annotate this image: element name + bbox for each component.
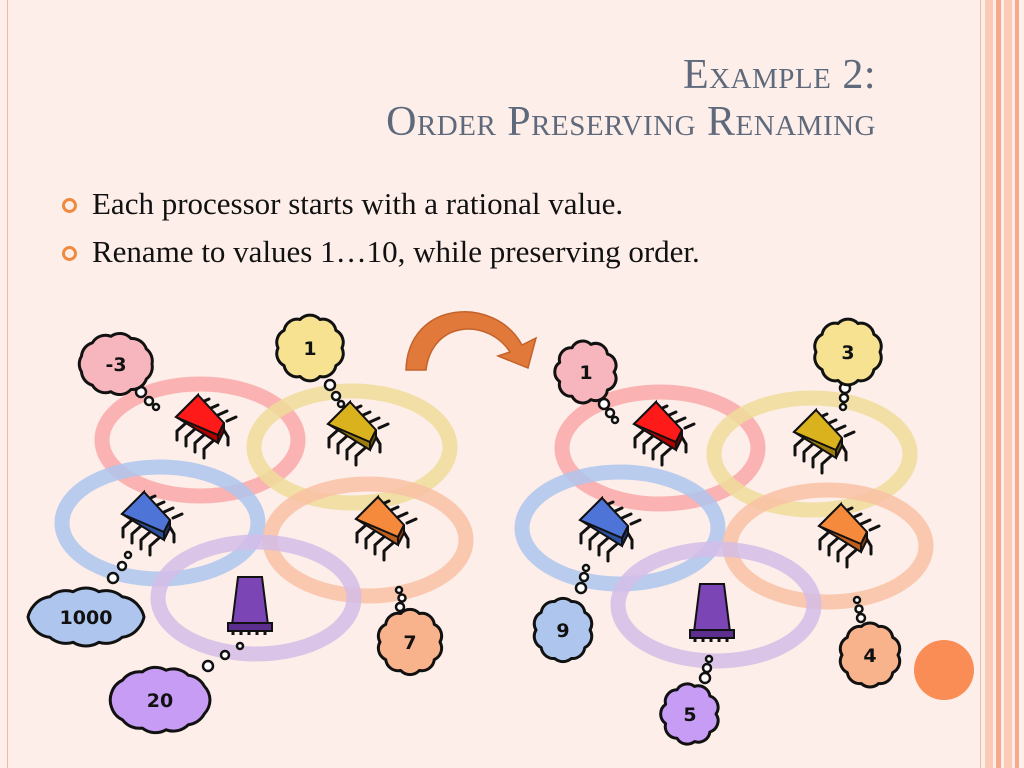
neighborhood-ring [554, 384, 766, 512]
bullet-text: Each processor starts with a rational va… [92, 186, 624, 221]
thought-cloud-icon [77, 331, 154, 397]
neighborhood-ring [150, 534, 362, 662]
thought-bubble-dot [698, 671, 712, 685]
processor-value-label: 1 [579, 362, 592, 384]
neighborhood-ring [610, 541, 822, 669]
thought-cloud-icon [532, 596, 594, 664]
thought-bubble-dot [704, 654, 714, 664]
processor-chip-icon [226, 575, 274, 637]
thought-cloud-icon [275, 313, 345, 383]
slide-frame [7, 0, 981, 768]
processor-value-label: 3 [841, 342, 854, 364]
thought-bubble-dot [123, 550, 133, 560]
thought-bubble-dot [151, 402, 161, 412]
processor-value-label: 20 [147, 690, 173, 712]
neighborhood-ring [706, 390, 918, 518]
thought-bubble-dot [106, 571, 120, 585]
curved-arrow-icon [405, 311, 538, 371]
thought-cloud-icon [376, 607, 444, 677]
thought-cloud-icon [659, 682, 720, 746]
thought-bubble-dot [397, 593, 407, 603]
bullet-marker-icon [62, 198, 77, 213]
thought-bubble-dot [610, 415, 620, 425]
bullet-text: Rename to values 1…10, while preserving … [92, 234, 700, 269]
thought-bubble-dot [604, 407, 616, 419]
decor-stripe [1004, 0, 1012, 768]
processor-chip-icon [174, 392, 238, 460]
thought-cloud-icon [26, 586, 146, 648]
thought-cloud-icon [838, 621, 902, 689]
thought-bubble-dot [394, 601, 406, 613]
processor-value-label: 1000 [60, 607, 113, 629]
decor-stripe [996, 0, 1001, 768]
bullet-marker-icon [62, 246, 77, 261]
thought-bubble-dot [578, 571, 590, 583]
processor-value-label: -3 [105, 354, 126, 376]
thought-bubble-dot [143, 395, 155, 407]
title-line-1: Example 2: [682, 52, 876, 98]
thought-bubble-dot [855, 612, 867, 624]
thought-cloud-icon [813, 317, 883, 387]
neighborhood-ring [94, 376, 306, 504]
thought-cloud-icon [108, 665, 212, 735]
decor-stripe [1015, 0, 1019, 768]
neighborhood-ring [246, 383, 458, 511]
thought-bubble-dot [394, 585, 404, 595]
processor-chip-icon [354, 494, 418, 562]
slide-title: Example 2: Order Preserving Renaming [386, 52, 876, 146]
thought-cloud-icon [553, 339, 618, 405]
processor-chip-icon [792, 407, 856, 475]
thought-bubble-dot [854, 604, 864, 614]
left-processor-group: -3 1 1000 7 20 [26, 313, 474, 735]
processor-chip-icon [120, 489, 184, 557]
processor-value-label: 9 [556, 620, 569, 642]
thought-bubble-dot [838, 402, 848, 412]
decor-stripe [985, 0, 993, 768]
thought-bubble-dot [323, 378, 337, 392]
processor-value-label: 1 [303, 338, 316, 360]
curved-arrow-shape [405, 311, 538, 371]
processor-chip-icon [326, 399, 390, 467]
thought-bubble-dot [235, 641, 245, 651]
right-processor-group: 1 3 9 4 5 [514, 317, 934, 746]
thought-bubble-dot [116, 560, 128, 572]
thought-bubble-dot [219, 649, 231, 661]
thought-bubble-dot [330, 390, 342, 402]
processor-value-label: 7 [403, 632, 416, 654]
processor-value-label: 5 [683, 704, 696, 726]
processor-chip-icon [817, 501, 881, 569]
decor-circle [914, 640, 974, 700]
title-line-2: Order Preserving Renaming [386, 99, 876, 145]
processor-value-label: 4 [863, 645, 876, 667]
thought-bubble-dot [574, 581, 588, 595]
thought-bubble-dot [852, 595, 862, 605]
thought-bubble-dot [581, 563, 591, 573]
thought-bubble-dot [201, 659, 215, 673]
processor-chip-icon [688, 582, 736, 644]
thought-bubble-dot [701, 662, 713, 674]
processor-chip-icon [578, 495, 642, 563]
thought-bubble-dot [336, 399, 346, 409]
processor-chip-icon [632, 399, 696, 467]
thought-bubble-dot [838, 392, 850, 404]
